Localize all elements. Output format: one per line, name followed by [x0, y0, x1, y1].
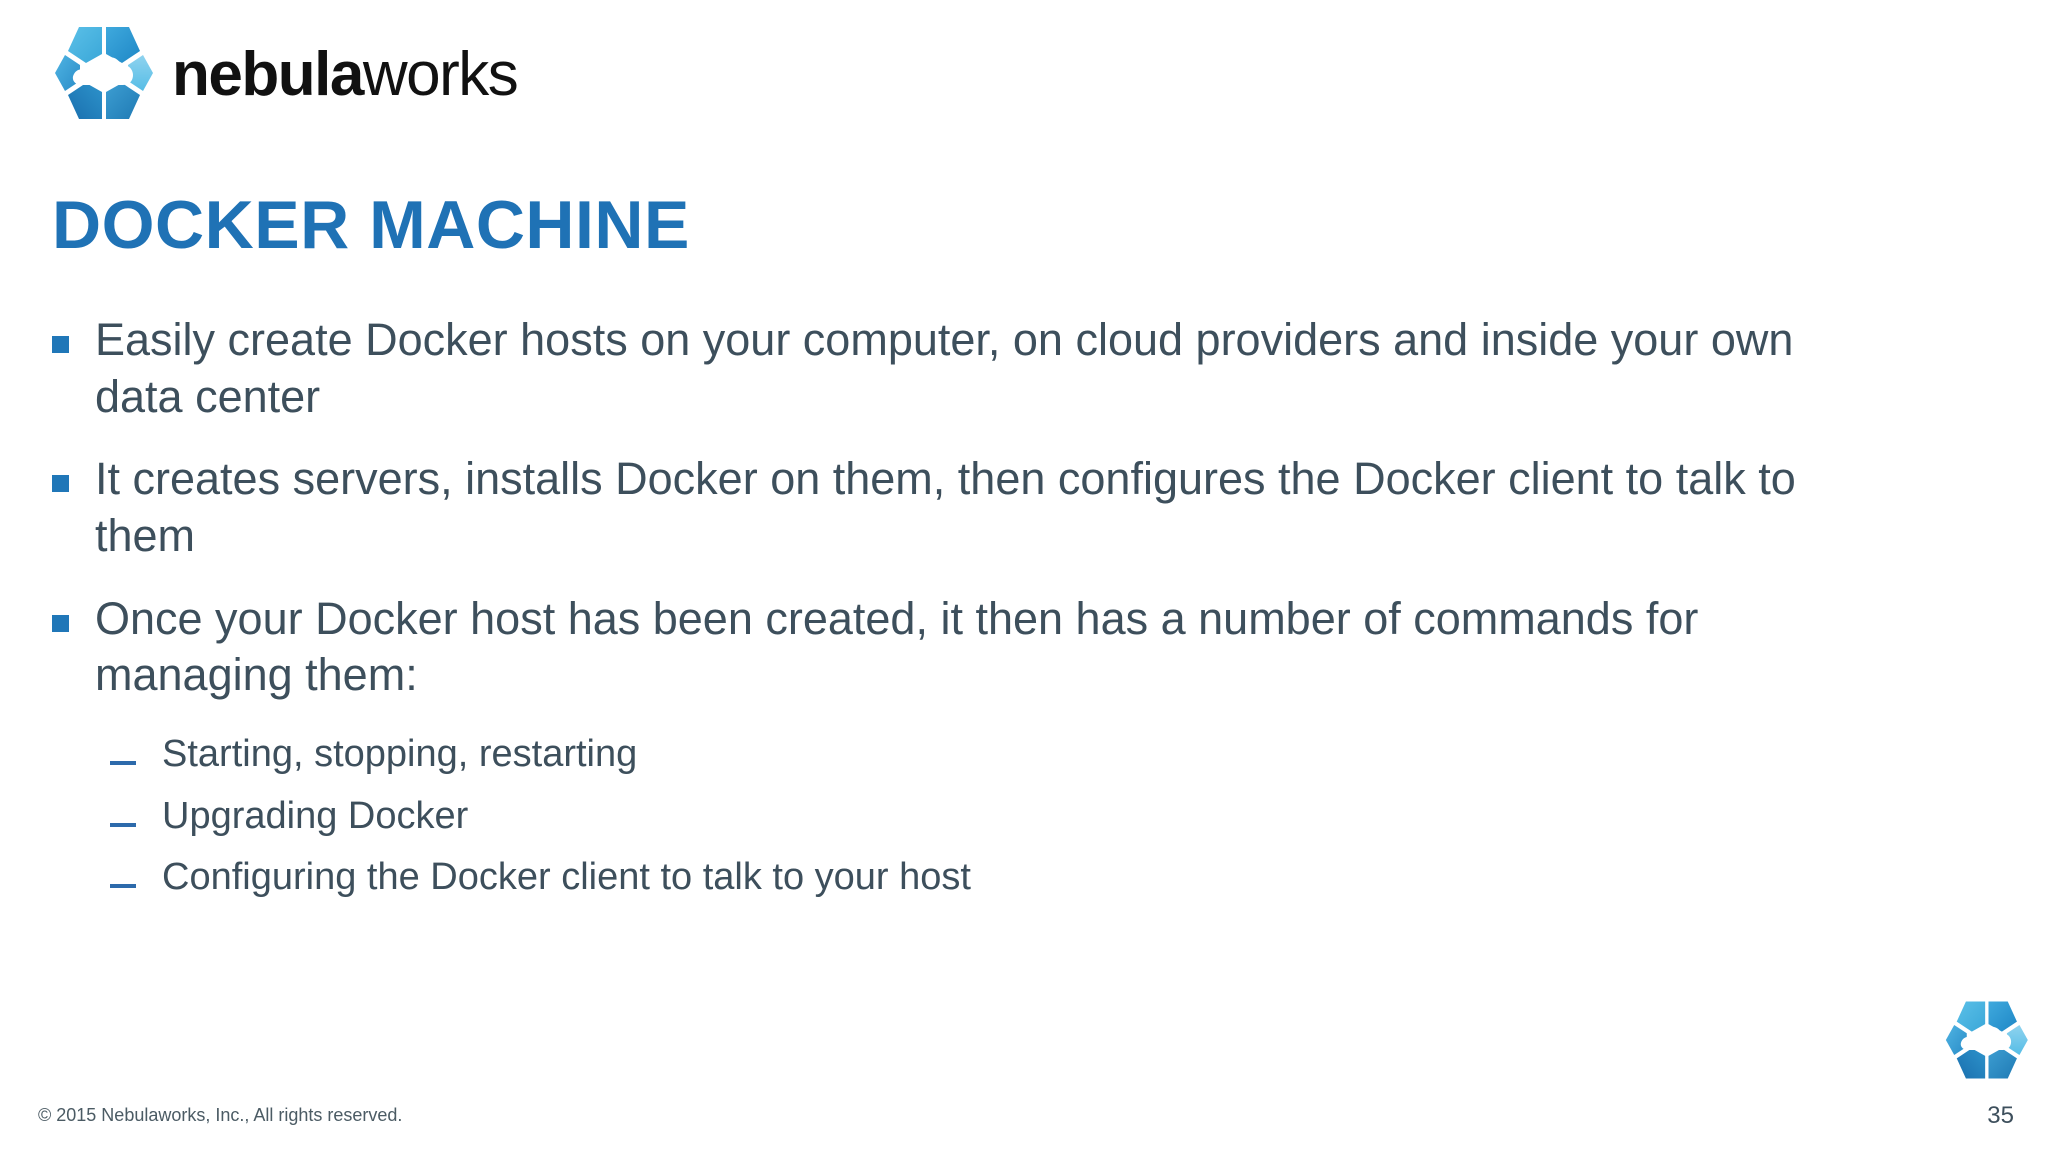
sub-bullet-text: Upgrading Docker — [162, 794, 469, 837]
wordmark-bold: nebula — [172, 40, 364, 109]
footer-nebulaworks-hexagon-cloud-logo-icon — [1940, 996, 2032, 1084]
brand-logo: nebulaworks — [48, 18, 519, 128]
square-bullet-icon — [52, 475, 69, 493]
sub-bullet-item: Starting, stopping, restarting — [110, 730, 1932, 779]
nebulaworks-hexagon-cloud-logo-icon — [48, 21, 158, 125]
bullet-text: It creates servers, installs Docker on t… — [95, 453, 1796, 562]
page-number: 35 — [1987, 1102, 2014, 1129]
bullet-text: Easily create Docker hosts on your compu… — [95, 314, 1794, 422]
bullet-item: Once your Docker host has been created, … — [52, 591, 1932, 704]
sub-bullet-list: Starting, stopping, restarting Upgrading… — [110, 730, 1932, 902]
sub-bullet-text: Configuring the Docker client to talk to… — [162, 855, 971, 898]
slide-body: Easily create Docker hosts on your compu… — [52, 312, 1932, 914]
bullet-item: Easily create Docker hosts on your compu… — [52, 312, 1932, 425]
dash-bullet-icon — [110, 822, 136, 827]
square-bullet-icon — [52, 336, 69, 353]
square-bullet-icon — [52, 614, 69, 632]
dash-bullet-icon — [110, 761, 136, 766]
sub-bullet-item: Configuring the Docker client to talk to… — [110, 853, 1932, 902]
bullet-item: It creates servers, installs Docker on t… — [52, 451, 1932, 564]
slide-title: DOCKER MACHINE — [52, 187, 690, 263]
sub-bullet-text: Starting, stopping, restarting — [162, 733, 638, 776]
bullet-text: Once your Docker host has been created, … — [95, 592, 1699, 701]
footer-copyright: © 2015 Nebulaworks, Inc., All rights res… — [38, 1105, 403, 1125]
wordmark-light: works — [362, 40, 519, 109]
sub-bullet-item: Upgrading Docker — [110, 792, 1932, 841]
brand-wordmark: nebulaworks — [172, 44, 519, 106]
dash-bullet-icon — [110, 883, 136, 888]
